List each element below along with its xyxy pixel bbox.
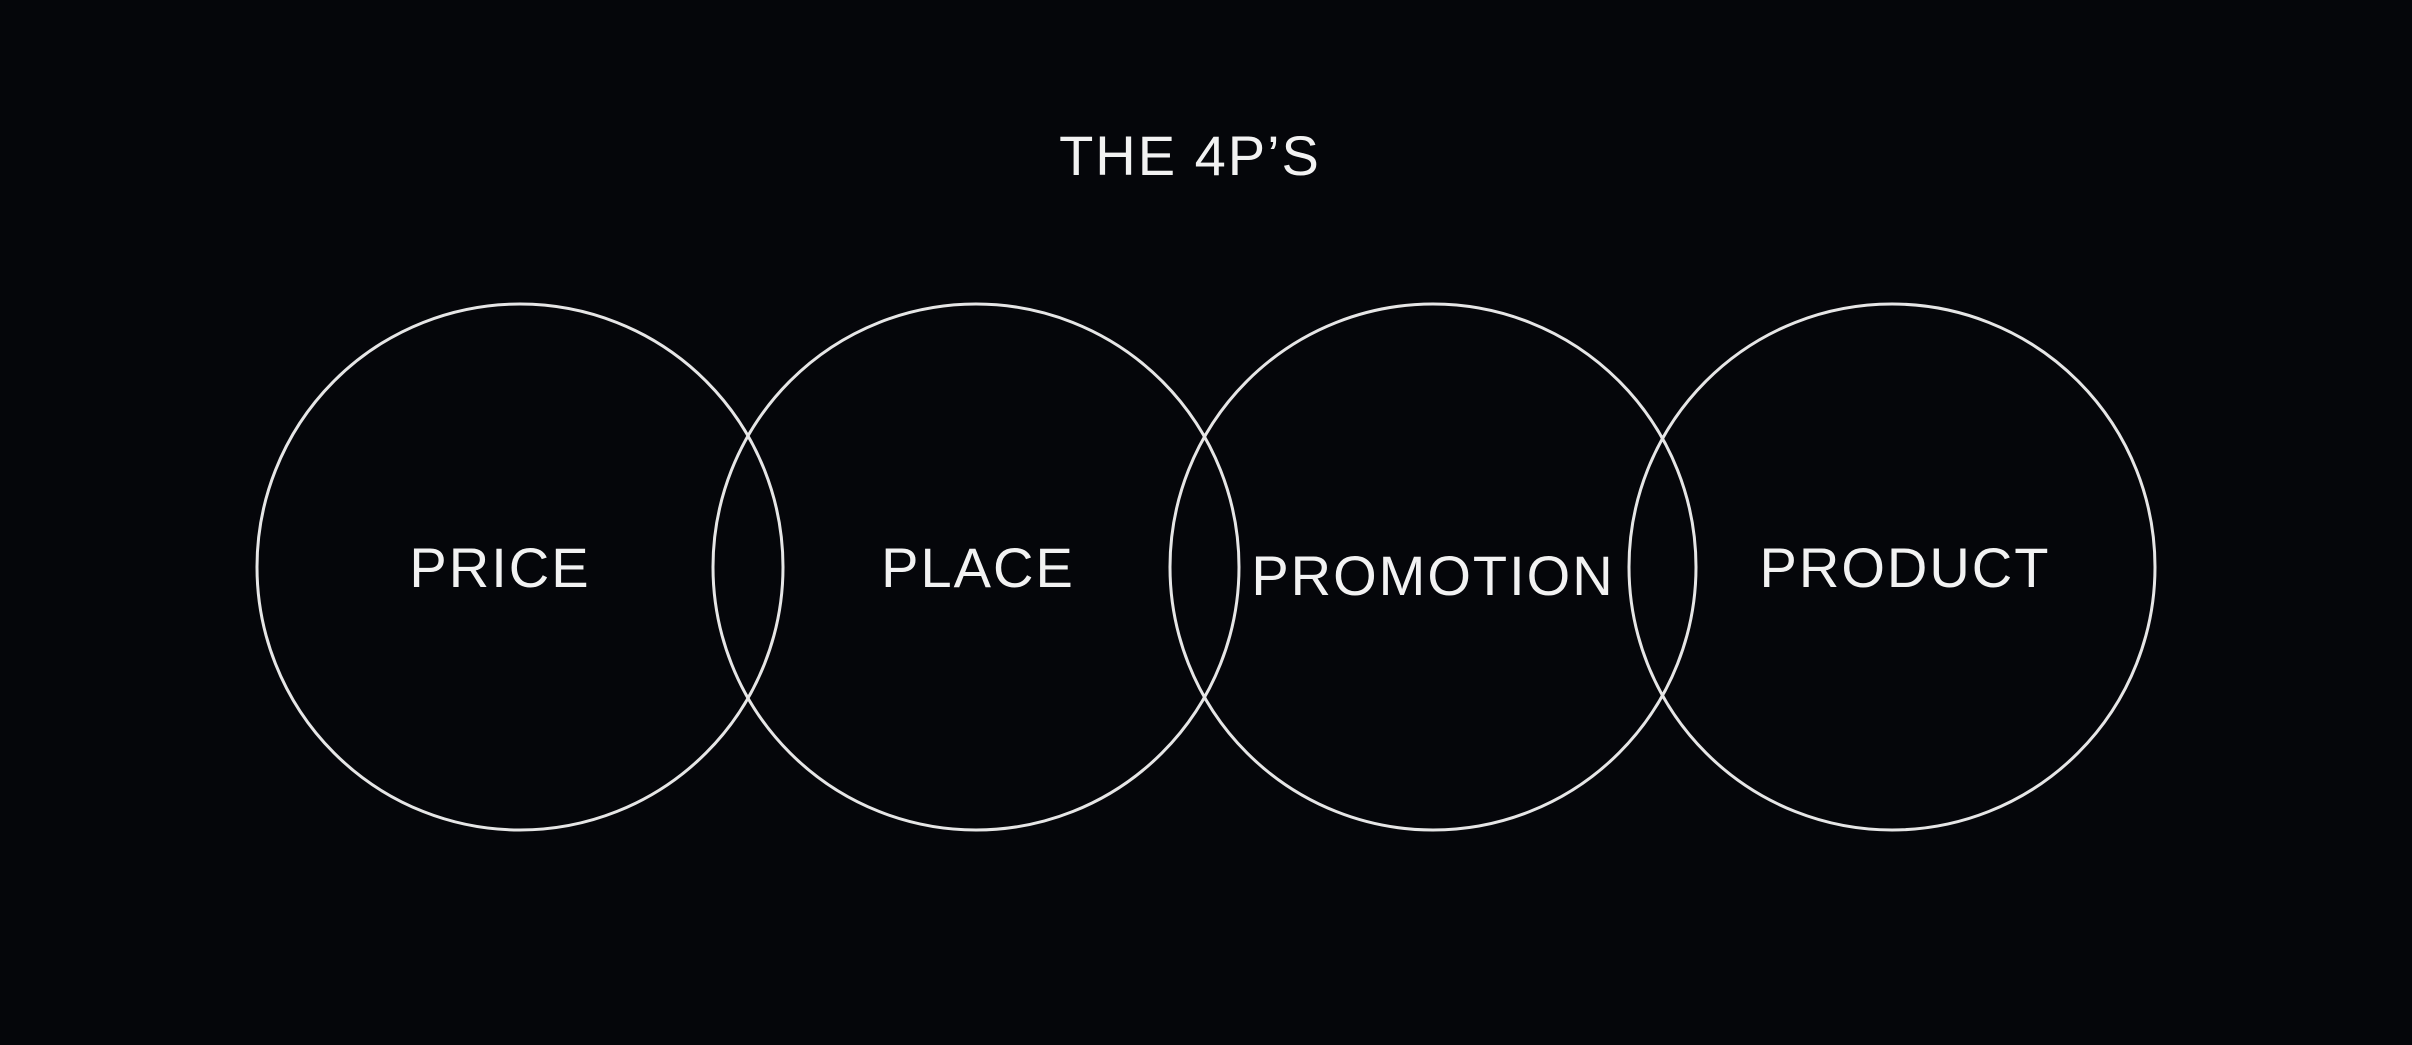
label-place: PLACE	[881, 536, 1075, 599]
diagram-title: THE 4P’S	[1059, 124, 1321, 187]
circle-product	[1627, 302, 2157, 832]
label-price: PRICE	[409, 536, 590, 599]
circle-price	[255, 302, 785, 832]
label-product: PRODUCT	[1760, 536, 2051, 599]
circle-promotion	[1168, 302, 1698, 832]
circle-place	[711, 302, 1241, 832]
label-promotion: PROMOTION	[1251, 544, 1614, 607]
